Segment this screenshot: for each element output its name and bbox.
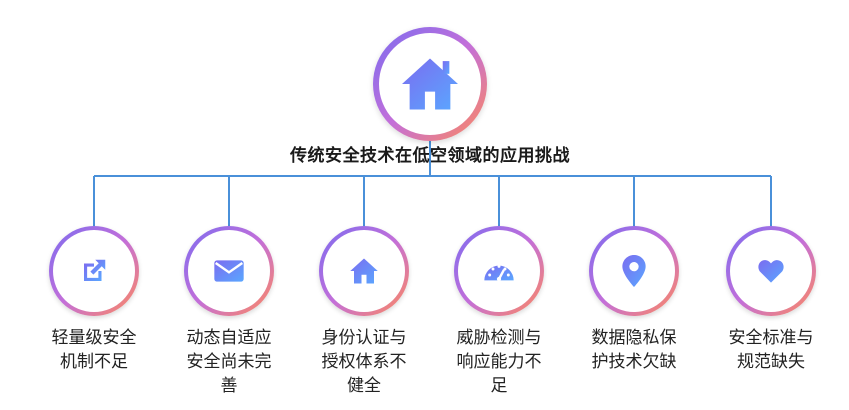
home-icon	[350, 258, 378, 284]
external-link-icon	[84, 259, 106, 281]
item-label-1: 轻量级安全机制不足	[51, 328, 137, 372]
item-label-6: 安全标准与规范缺失	[728, 328, 814, 372]
item-label-3: 身份认证与授权体系不健全	[321, 328, 407, 396]
root-node-inner	[379, 33, 481, 135]
diagram-title: 传统安全技术在低空领域的应用挑战	[290, 146, 570, 166]
item-node-6	[726, 226, 816, 316]
speedometer-icon	[484, 264, 514, 282]
item-label-4: 威胁检测与响应能力不足	[456, 328, 542, 396]
heart-icon	[758, 260, 784, 283]
item-node-3	[319, 226, 409, 316]
envelope-icon	[214, 260, 244, 282]
item-node-2	[184, 226, 274, 316]
item-node-1	[49, 226, 139, 316]
item-node-4	[454, 226, 544, 316]
home-icon	[402, 58, 458, 110]
item-node-5	[589, 226, 679, 316]
map-pin-icon	[622, 255, 646, 287]
root-node	[373, 27, 487, 141]
item-label-2: 动态自适应安全尚未完善	[186, 328, 272, 396]
item-label-5: 数据隐私保护技术欠缺	[591, 328, 677, 372]
